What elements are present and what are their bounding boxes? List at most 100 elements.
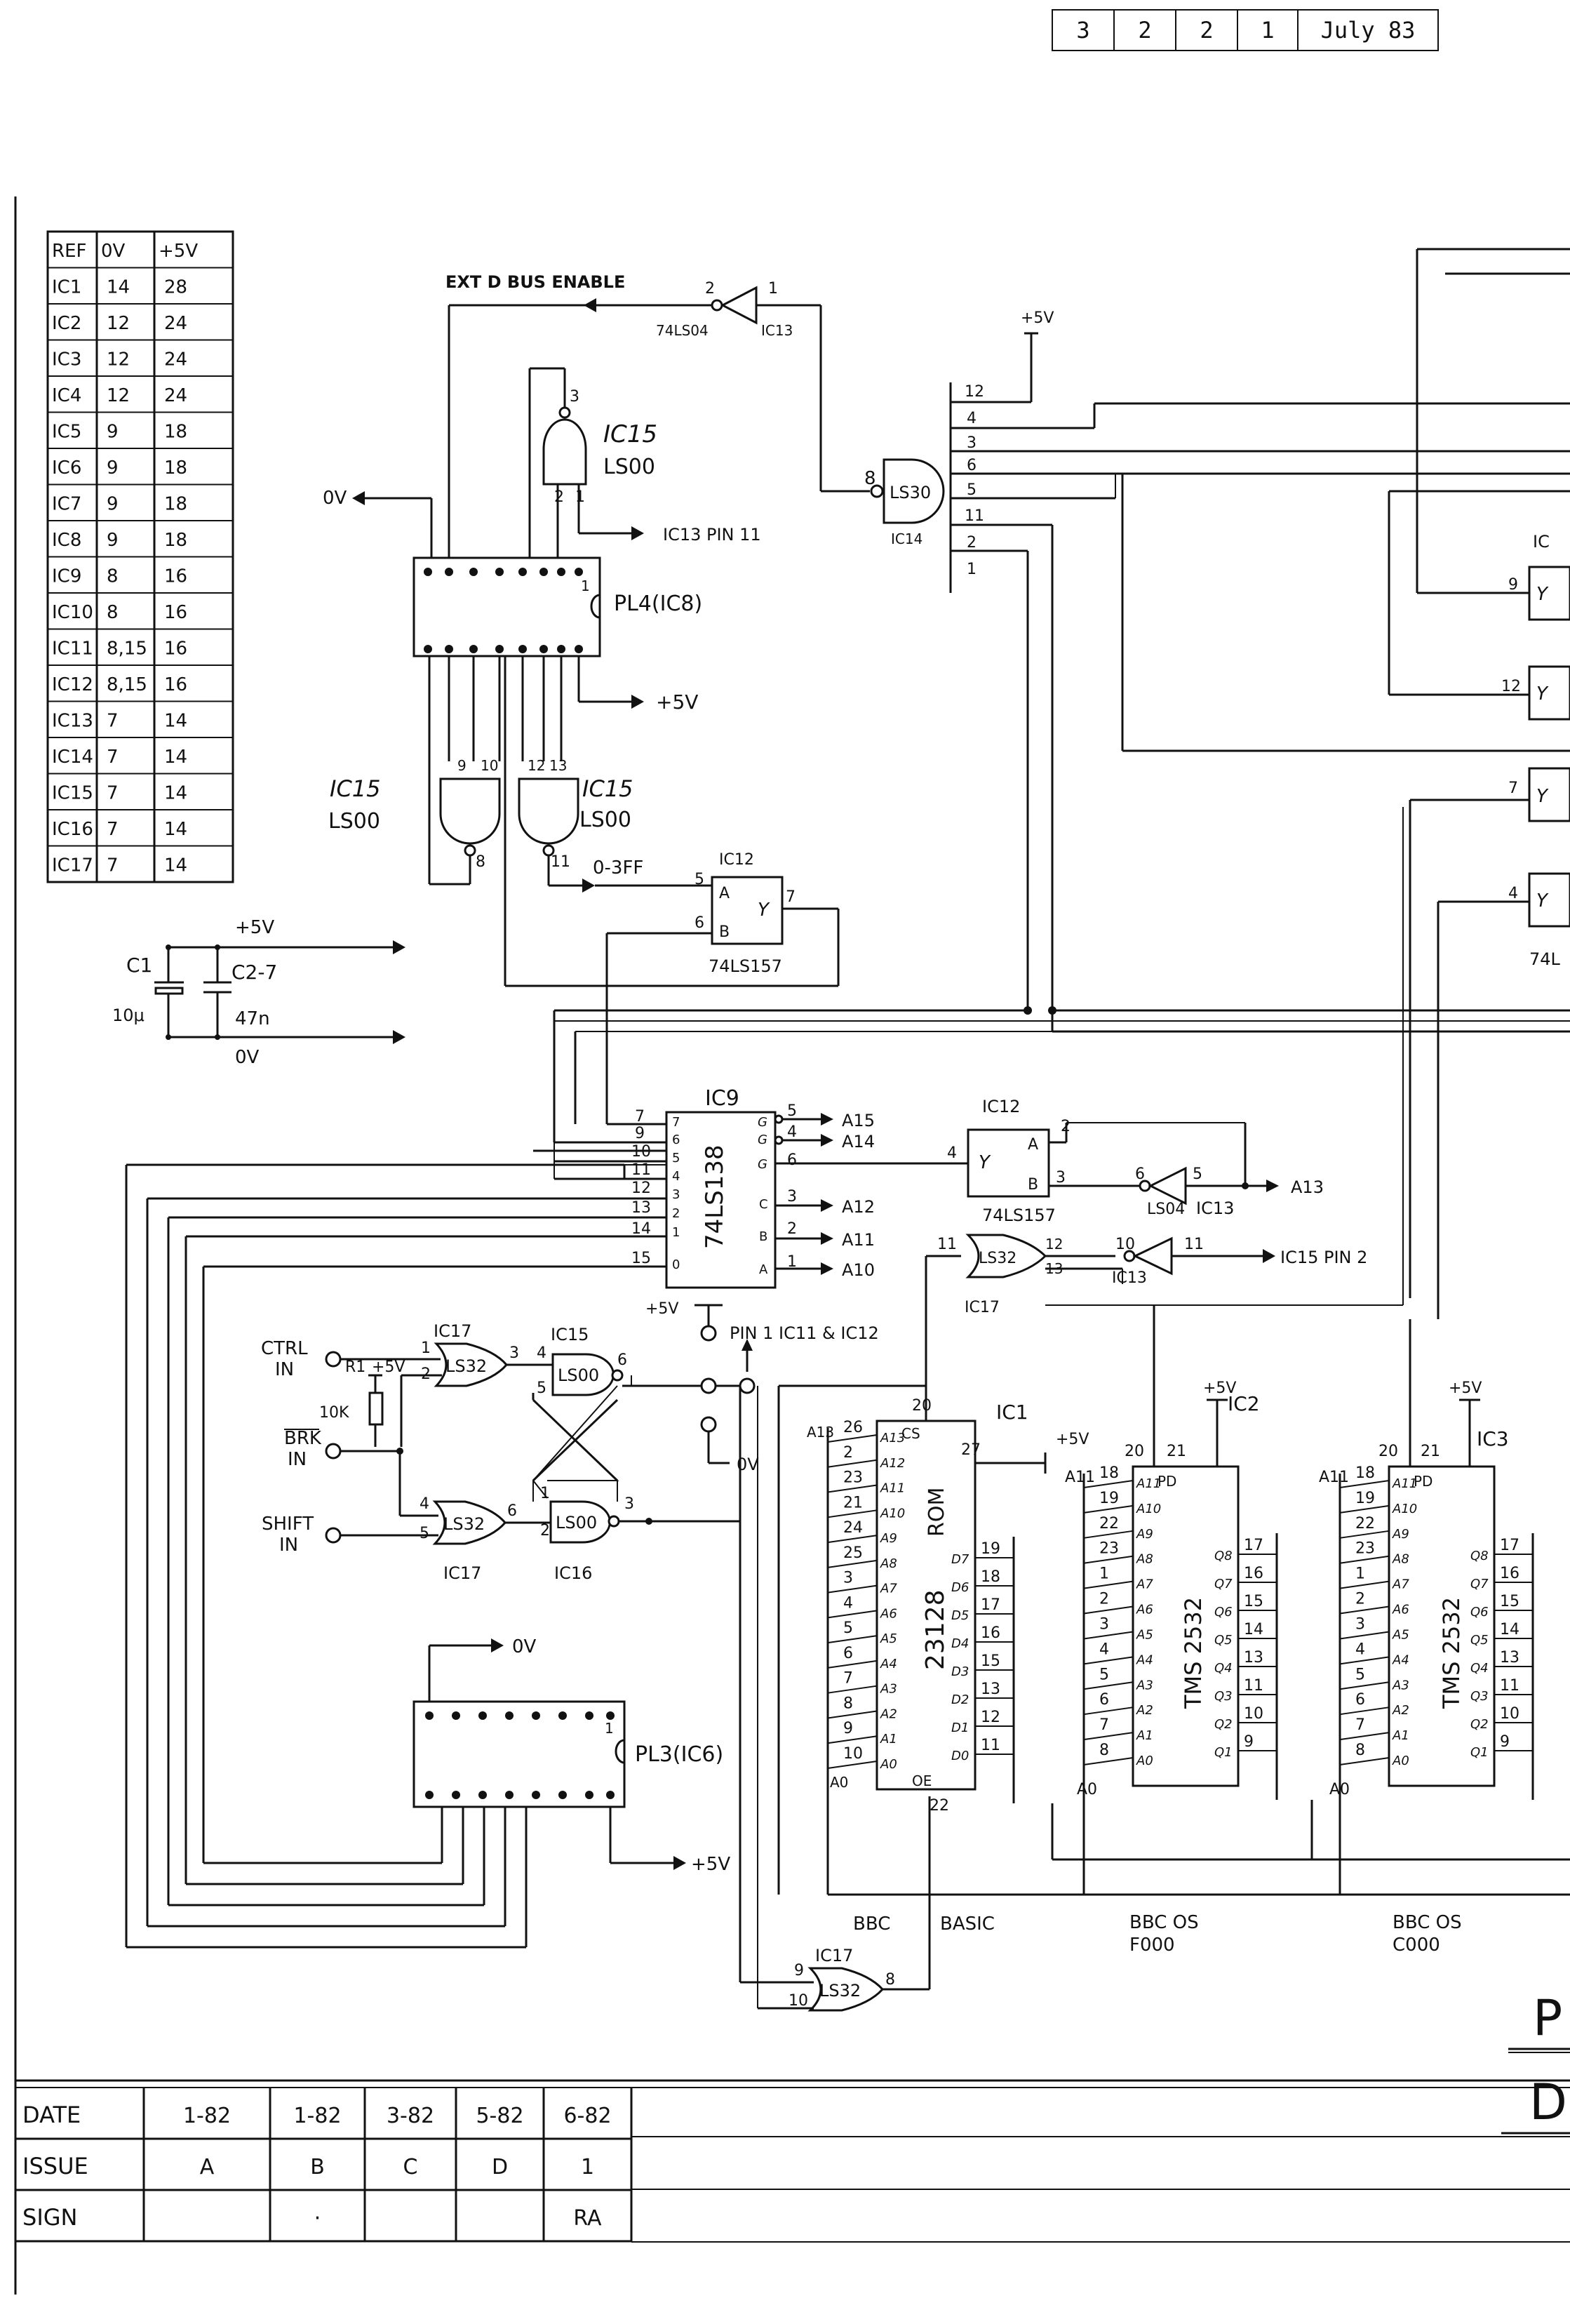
revision-cell-3: 2 [1200, 17, 1213, 44]
rom-pin-name: A11 [880, 1481, 905, 1496]
pl3-plus5: +5V [691, 1854, 730, 1875]
rom-pin-number: 22 [930, 1797, 949, 1815]
rom-pin-name: A3 [880, 1682, 897, 1697]
rom-pin-number: 22 [1355, 1515, 1375, 1532]
rom-address-line [1339, 1732, 1390, 1741]
power-table-cell: 7 [107, 819, 119, 840]
svg-text:4: 4 [967, 410, 977, 427]
rom-pin-name: A7 [1136, 1577, 1153, 1592]
o3ff-label: 0-3FF [593, 857, 643, 879]
ov-left-label: 0V [323, 488, 347, 509]
rom-pin-name: Q4 [1470, 1661, 1489, 1676]
svg-text:Y: Y [1536, 786, 1549, 807]
power-table-cell: 14 [164, 783, 187, 804]
svg-text:8: 8 [864, 468, 876, 489]
rom-pin-number: 26 [843, 1419, 863, 1436]
rom-address-line [1083, 1656, 1134, 1665]
svg-text:5: 5 [787, 1102, 797, 1120]
svg-text:14: 14 [631, 1220, 651, 1238]
rom-pin-number: 10 [1244, 1705, 1263, 1723]
rom-pin-name: A2 [1392, 1703, 1409, 1718]
pl4-label: PL4(IC8) [614, 592, 702, 616]
power-table-header: REF [52, 241, 86, 262]
svg-text:7: 7 [672, 1115, 680, 1130]
power-table-cell: 18 [164, 422, 187, 443]
svg-text:5: 5 [1193, 1166, 1202, 1183]
history-cell: B [310, 2155, 325, 2179]
svg-text:G: G [758, 1115, 767, 1130]
power-table-cell: IC13 [52, 711, 93, 732]
power-table-cell: 24 [164, 385, 187, 406]
power-table-cell: 12 [107, 385, 130, 406]
rom-pin-name: A0 [1136, 1754, 1153, 1768]
svg-text:6: 6 [1135, 1166, 1145, 1183]
rom-pin-number: 5 [1099, 1666, 1109, 1683]
rom-pin-name: A7 [1392, 1577, 1409, 1592]
power-table-cell: IC14 [52, 747, 93, 768]
rom-pin-name: A9 [1392, 1527, 1409, 1542]
rom-pin-name: Q5 [1214, 1633, 1233, 1648]
rom-chip-body [1388, 1465, 1496, 1787]
rom-pin-number: 18 [1355, 1464, 1375, 1482]
ic15-ref-right: IC15 [582, 775, 633, 802]
rom-pin-number: 13 [1244, 1649, 1263, 1667]
rom-pin-name: A5 [1136, 1627, 1153, 1642]
rom-address-line [1339, 1631, 1390, 1640]
svg-text:1: 1 [768, 280, 778, 298]
rom-pin-number: 10 [1500, 1705, 1519, 1723]
rom-pin-number: 16 [1500, 1565, 1519, 1582]
rom-address-line [1339, 1555, 1390, 1564]
rom-pin-name: A3 [1392, 1678, 1409, 1692]
power-table-cell: 16 [164, 639, 187, 660]
svg-text:10: 10 [789, 1992, 808, 2010]
bottom-or-gate: IC17 LS32 9 10 8 [739, 1384, 931, 2012]
ic13-ref: IC13 [761, 322, 793, 339]
rom-pin-name: A10 [1392, 1502, 1417, 1516]
ic1-caption-1: BBC [853, 1914, 890, 1935]
rom-pin-number: 16 [1244, 1565, 1263, 1582]
svg-text:3: 3 [570, 388, 579, 406]
right-ic-label: IC [1533, 532, 1550, 552]
rom-pin-number: 4 [1355, 1641, 1365, 1658]
revision-cell-1: 3 [1076, 17, 1089, 44]
rom-address-line [1083, 1757, 1134, 1765]
svg-text:5: 5 [672, 1151, 680, 1166]
rom-pin-number: 18 [1099, 1464, 1119, 1482]
rom-pin-name: A4 [880, 1657, 897, 1671]
svg-text:2: 2 [787, 1220, 797, 1238]
svg-text:1: 1 [605, 1720, 614, 1737]
rom-pin-name: CS [901, 1425, 920, 1442]
rom-address-line [827, 1761, 878, 1769]
svg-text:11: 11 [631, 1161, 651, 1179]
rom-pin-name: D6 [951, 1580, 969, 1595]
ic3-type: TMS 2532 [1438, 1597, 1465, 1709]
rom-pin-name: A5 [1392, 1627, 1409, 1642]
power-table-cell: 14 [164, 747, 187, 768]
svg-text:13: 13 [631, 1199, 651, 1217]
pl3-pins [425, 1711, 615, 1799]
power-table-cell: IC15 [52, 783, 93, 804]
ic1-ref: IC1 [996, 1401, 1028, 1424]
ic1-plus5: +5V [1056, 1431, 1089, 1448]
rom-pin-name: A0 [1392, 1754, 1409, 1768]
ic15-type-left: LS00 [328, 809, 380, 834]
ic15-type-top: LS00 [603, 455, 655, 479]
svg-text:11: 11 [1184, 1236, 1204, 1253]
rom-pin-name: Q7 [1470, 1577, 1489, 1591]
rom-address-line [1083, 1580, 1134, 1589]
rom-pin-number: 7 [1099, 1716, 1109, 1734]
rom-pin-name: D5 [951, 1608, 969, 1623]
rom-pin-number: 2 [1099, 1591, 1109, 1608]
ic17-ref-decoder: IC17 [965, 1299, 1000, 1316]
rom-pin-name: A9 [880, 1531, 897, 1546]
power-table-cell: 9 [107, 422, 119, 443]
rom-pin-name: D0 [951, 1749, 969, 1763]
ic9-type: 74LS138 [701, 1144, 729, 1249]
svg-text:1: 1 [421, 1340, 431, 1357]
svg-text:0: 0 [672, 1257, 680, 1272]
rom-pin-name: Q6 [1470, 1605, 1489, 1620]
rom-pin-name: A5 [880, 1631, 897, 1646]
rom-pin-number: 25 [843, 1544, 863, 1562]
